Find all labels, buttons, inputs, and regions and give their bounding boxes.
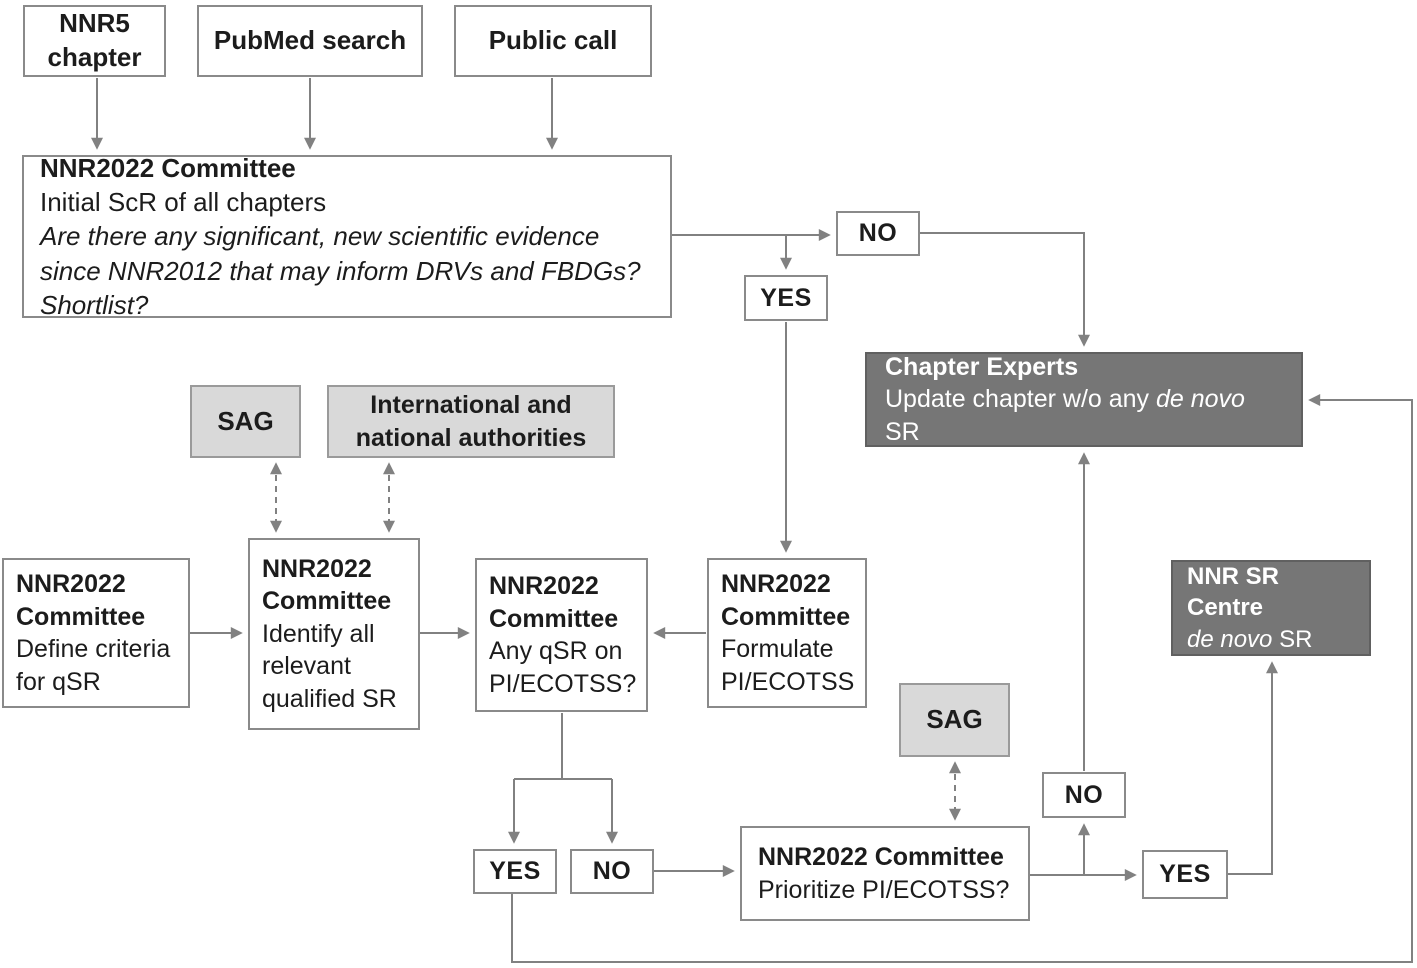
node-title: NNR2022 Committee — [721, 570, 851, 631]
arrow-no-to-chapter-experts-top — [920, 232, 1090, 347]
node-title: NNR2022 Committee — [489, 572, 619, 633]
node-label: International and national authorities — [355, 391, 587, 452]
node-pubmed-search: PubMed search — [197, 5, 423, 77]
node-label: NO — [592, 857, 632, 886]
node-no-top: NO — [836, 211, 920, 256]
node-any-qsr: NNR2022 Committee Any qSR on PI/ECOTSS? — [475, 558, 648, 712]
node-initial-scr: NNR2022 Committee Initial ScR of all cha… — [22, 153, 672, 320]
node-subtitle: Initial ScR of all chapters — [40, 187, 327, 218]
node-title: NNR2022 Committee — [16, 570, 146, 631]
node-sag-upper: SAG — [190, 385, 301, 458]
node-label: YES — [760, 283, 812, 312]
node-label: Public call — [488, 25, 618, 56]
node-nnr5-chapter: NNR5 chapter — [23, 5, 166, 77]
node-body: Any qSR on PI/ECOTSS? — [489, 637, 637, 698]
node-body: de novo SR — [1187, 625, 1313, 653]
node-chapter-experts: Chapter Experts Update chapter w/o any d… — [865, 352, 1303, 447]
node-body: Formulate PI/ECOTSS — [721, 635, 855, 696]
node-label: SAG — [926, 704, 983, 735]
node-public-call: Public call — [454, 5, 652, 77]
node-yes-qsr: YES — [473, 849, 557, 894]
node-nnr-sr-centre: NNR SR Centre de novo SR — [1171, 560, 1371, 656]
node-body: Update chapter w/o any de novo SR — [885, 385, 1245, 446]
arrow-yes-prioritize-to-sr-centre — [1228, 661, 1278, 875]
node-yes-prioritize: YES — [1142, 850, 1228, 899]
node-body: Prioritize PI/ECOTSS? — [758, 875, 1010, 904]
node-authorities: International and national authorities — [327, 385, 615, 458]
node-title: NNR2022 Committee — [262, 554, 392, 616]
node-yes-top: YES — [744, 275, 828, 321]
node-prioritize: NNR2022 Committee Prioritize PI/ECOTSS? — [740, 826, 1030, 921]
node-body: Identify all relevant qualified SR — [262, 619, 397, 713]
node-body: Define criteria for qSR — [16, 635, 171, 696]
node-label: NO — [858, 219, 898, 248]
node-label: YES — [1159, 860, 1211, 889]
node-label: YES — [489, 857, 541, 886]
node-label: NNR5 chapter — [47, 8, 142, 72]
node-formulate: NNR2022 Committee Formulate PI/ECOTSS — [707, 558, 867, 708]
arrow-yes-qsr-loop-to-chapter-experts — [511, 394, 1413, 963]
node-label: PubMed search — [213, 25, 407, 56]
node-title: NNR2022 Committee — [758, 843, 1004, 871]
node-title: NNR SR Centre — [1187, 563, 1280, 622]
line-anyqsr-split — [514, 713, 612, 780]
node-no-qsr: NO — [570, 849, 654, 894]
node-no-upright: NO — [1042, 772, 1126, 818]
node-question: Are there any significant, new scientifi… — [40, 221, 641, 320]
node-title: Chapter Experts — [885, 352, 1079, 381]
node-define-criteria: NNR2022 Committee Define criteria for qS… — [2, 558, 190, 708]
node-title: NNR2022 Committee — [40, 152, 296, 183]
node-identify-sr: NNR2022 Committee Identify all relevant … — [248, 538, 420, 730]
node-sag-lower: SAG — [899, 683, 1010, 757]
node-label: SAG — [217, 405, 274, 436]
node-label: NO — [1064, 780, 1104, 809]
